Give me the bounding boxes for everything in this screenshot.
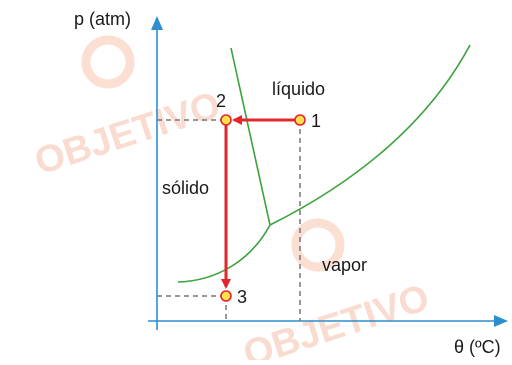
- watermark-top: OBJETIVO: [30, 35, 226, 183]
- y-axis-label: p (atm): [74, 9, 131, 29]
- point-label-1: 1: [311, 111, 321, 131]
- x-axis-arrowhead: [494, 315, 508, 327]
- region-label-vapor: vapor: [322, 255, 367, 275]
- y-axis-arrowhead: [151, 16, 163, 30]
- fusion-curve: [230, 47, 271, 226]
- vaporization-curve: [269, 44, 471, 226]
- region-label-solid: sólido: [162, 178, 209, 198]
- sublimation-curve: [177, 224, 271, 283]
- point-label-3: 3: [237, 287, 247, 307]
- region-label-liquid: líquido: [272, 79, 325, 99]
- watermark-bottom: OBJETIVO: [238, 218, 434, 365]
- x-axis-label: θ (ºC): [454, 337, 501, 357]
- point-1: [294, 114, 306, 126]
- svg-text:OBJETIVO: OBJETIVO: [238, 277, 434, 360]
- point-label-2: 2: [216, 91, 226, 111]
- point-2: [220, 114, 232, 126]
- svg-text:OBJETIVO: OBJETIVO: [30, 84, 226, 183]
- point-3: [220, 290, 232, 302]
